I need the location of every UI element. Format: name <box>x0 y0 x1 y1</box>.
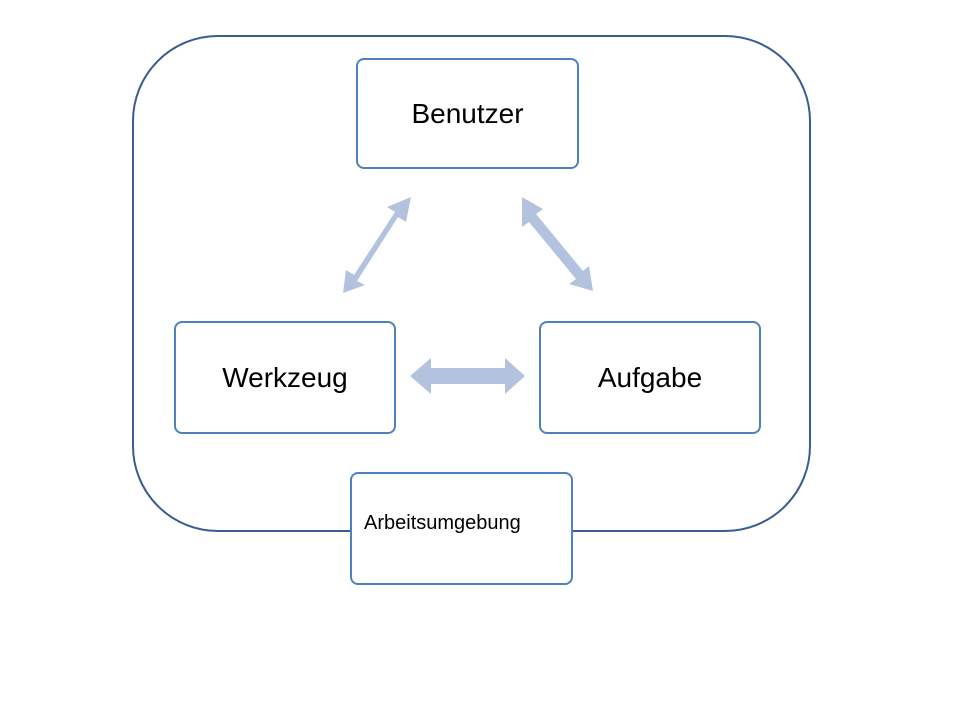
node-aufgabe-label: Aufgabe <box>597 361 703 393</box>
double-arrow-werkzeug-aufgabe <box>410 358 525 394</box>
node-aufgabe: Aufgabe <box>539 321 761 434</box>
node-benutzer-label: Benutzer <box>411 97 524 129</box>
node-arbeitsumgebung: Arbeitsumgebung <box>350 472 573 585</box>
double-arrow-benutzer-werkzeug <box>343 197 411 293</box>
node-werkzeug: Werkzeug <box>174 321 396 434</box>
node-benutzer: Benutzer <box>356 58 579 169</box>
node-werkzeug-label: Werkzeug <box>222 361 348 393</box>
node-arbeitsumgebung-label: Arbeitsumgebung <box>364 512 521 534</box>
double-arrow-benutzer-aufgabe <box>522 197 593 291</box>
